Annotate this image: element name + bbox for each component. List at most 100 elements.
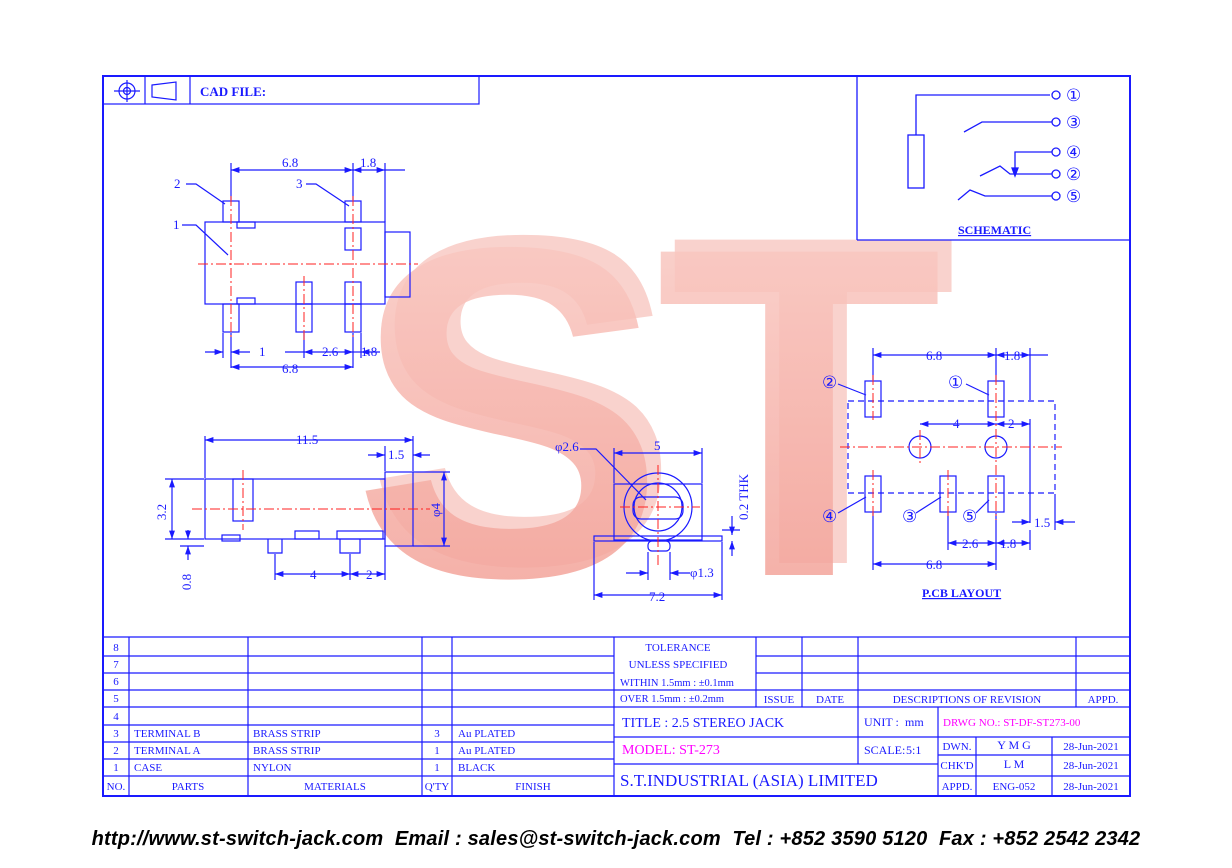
revision-issue: ISSUE [764, 694, 795, 706]
unit-value: mm [905, 715, 924, 729]
bom-material: BRASS STRIP [253, 728, 321, 740]
bom-finish: Au PLATED [458, 745, 515, 757]
bom-no: 3 [113, 728, 119, 740]
schematic-pins: ① ③ ④ ② ⑤ [1066, 86, 1081, 206]
schematic-pin-4: ④ [1066, 143, 1081, 162]
bom-no: 7 [113, 659, 119, 671]
callout-2: 2 [174, 176, 181, 191]
schematic-pin-3: ③ [1066, 113, 1081, 132]
front-view-dims: φ2.6 5 0.2 THK φ1.3 7.2 [555, 438, 751, 604]
scale-value: 5:1 [906, 743, 921, 757]
bom-header-row: NO. PARTS MATERIALS Q'TY FINISH [107, 781, 551, 793]
appd-label: APPD. [942, 781, 973, 793]
schematic-pin-1: ① [1066, 86, 1081, 105]
schematic-panel [856, 76, 1130, 241]
pcb-pin-1: ① [948, 373, 963, 392]
dim-bottom-span: 6.8 [282, 361, 298, 376]
pcb-pin-4: ④ [822, 507, 837, 526]
dim-length: 11.5 [296, 432, 318, 447]
side-view-dims: 11.5 1.5 3.2 φ4 0.8 4 2 [154, 432, 443, 590]
header-no: NO. [107, 781, 126, 793]
table-row: 1 CASE NYLON 1 BLACK [113, 762, 495, 774]
pcb-dim-right: 1.5 [1034, 515, 1050, 530]
dim-collar: 1.5 [388, 447, 404, 462]
tolerance-line2: UNLESS SPECIFIED [629, 659, 728, 671]
chk-label: CHK'D [940, 760, 973, 772]
pcb-pin-3: ③ [902, 507, 917, 526]
dim-bottom-mid: 2.6 [322, 344, 339, 359]
model-number: MODEL: ST-273 [622, 743, 720, 758]
dim-pitch1: 4 [310, 567, 317, 582]
table-row: 8 [113, 642, 119, 654]
unit-label: UNIT : [864, 715, 899, 729]
tolerance-line4: OVER 1.5mm : ±0.2mm [620, 694, 724, 705]
pcb-layout-label: P.CB LAYOUT [922, 586, 1001, 600]
table-row: 3 TERMINAL B BRASS STRIP 3 Au PLATED [113, 728, 515, 740]
chk-date: 28-Jun-2021 [1063, 760, 1119, 772]
pcb-dims: 6.8 1.8 4 2 1.5 2.6 1.8 6.8 [926, 348, 1050, 572]
company-name: S.T.INDUSTRIAL (ASIA) LIMITED [620, 771, 878, 790]
bom-part: TERMINAL B [134, 728, 201, 740]
scale-label: SCALE: [864, 743, 905, 757]
revision-header: ISSUE DATE DESCRIPTIONS OF REVISION APPD… [764, 694, 1119, 706]
tolerance-line3: WITHIN 1.5mm : ±0.1mm [620, 678, 734, 689]
title-block-text: TITLE : 2.5 STEREO JACK UNIT : mm DRWG N… [620, 715, 1119, 793]
dim-base: 7.2 [649, 589, 665, 604]
table-row: 4 [113, 711, 119, 723]
drawing-number: DRWG NO.: ST-DF-ST273-00 [943, 717, 1081, 729]
bom-no: 2 [113, 745, 119, 757]
dwn-value: Y M G [997, 738, 1031, 752]
dim-height: 3.2 [154, 504, 169, 520]
dim-bottom-left: 1 [259, 344, 266, 359]
pcb-dim-bottom-span: 6.8 [926, 557, 942, 572]
projection-symbol-icon [114, 80, 177, 102]
title-block-grid [103, 636, 1130, 796]
pcb-dim-bottom-right: 1.8 [1000, 536, 1016, 551]
top-view-dims: 6.8 1.8 1 2.6 1.8 6.8 1 2 3 [173, 155, 377, 376]
schematic-pin-2: ② [1066, 165, 1081, 184]
watermark-text: ST [352, 150, 942, 675]
pcb-dim-bottom-mid: 2.6 [962, 536, 979, 551]
tolerance-block: TOLERANCE UNLESS SPECIFIED WITHIN 1.5mm … [620, 642, 734, 705]
schematic-pin-5: ⑤ [1066, 187, 1081, 206]
header-finish: FINISH [515, 781, 551, 793]
tolerance-line1: TOLERANCE [645, 642, 710, 654]
pcb-dim-top-right: 1.8 [1004, 348, 1020, 363]
table-row: 5 [113, 693, 119, 705]
contact-footer: http://www.st-switch-jack.com Email : sa… [91, 828, 1141, 850]
bom-material: NYLON [253, 762, 292, 774]
header-materials: MATERIALS [304, 781, 366, 793]
bom-qty: 3 [434, 728, 440, 740]
dim-base: 0.8 [179, 574, 194, 590]
revision-appd: APPD. [1088, 694, 1119, 706]
dwn-label: DWN. [942, 741, 971, 753]
top-view-centerlines [198, 196, 418, 340]
bom-no: 4 [113, 711, 119, 723]
drawing-title: TITLE : 2.5 STEREO JACK [622, 716, 784, 731]
pcb-dim-mid-right: 2 [1008, 416, 1015, 431]
callout-1: 1 [173, 217, 180, 232]
bom-no: 5 [113, 693, 119, 705]
bom-no: 8 [113, 642, 119, 654]
front-view-centerlines [620, 465, 700, 565]
pcb-dim-top-span: 6.8 [926, 348, 942, 363]
pcb-dim-mid: 4 [953, 416, 960, 431]
pcb-pin-5: ⑤ [962, 507, 977, 526]
callout-3: 3 [296, 176, 303, 191]
dim-top-right: 1.8 [360, 155, 376, 170]
dim-hole: φ2.6 [555, 439, 579, 454]
header-parts: PARTS [172, 781, 205, 793]
pcb-centerlines [840, 375, 1062, 520]
appd-value: ENG-052 [993, 781, 1036, 793]
schematic-label: SCHEMATIC [958, 223, 1031, 237]
bom-finish: BLACK [458, 762, 495, 774]
dim-top-span: 6.8 [282, 155, 298, 170]
bom-finish: Au PLATED [458, 728, 515, 740]
bom-qty: 1 [434, 745, 440, 757]
dim-dia: φ4 [428, 503, 443, 518]
header-qty: Q'TY [425, 781, 450, 793]
bom-no: 6 [113, 676, 119, 688]
sheet-border [102, 75, 1131, 797]
bom-qty: 1 [434, 762, 440, 774]
